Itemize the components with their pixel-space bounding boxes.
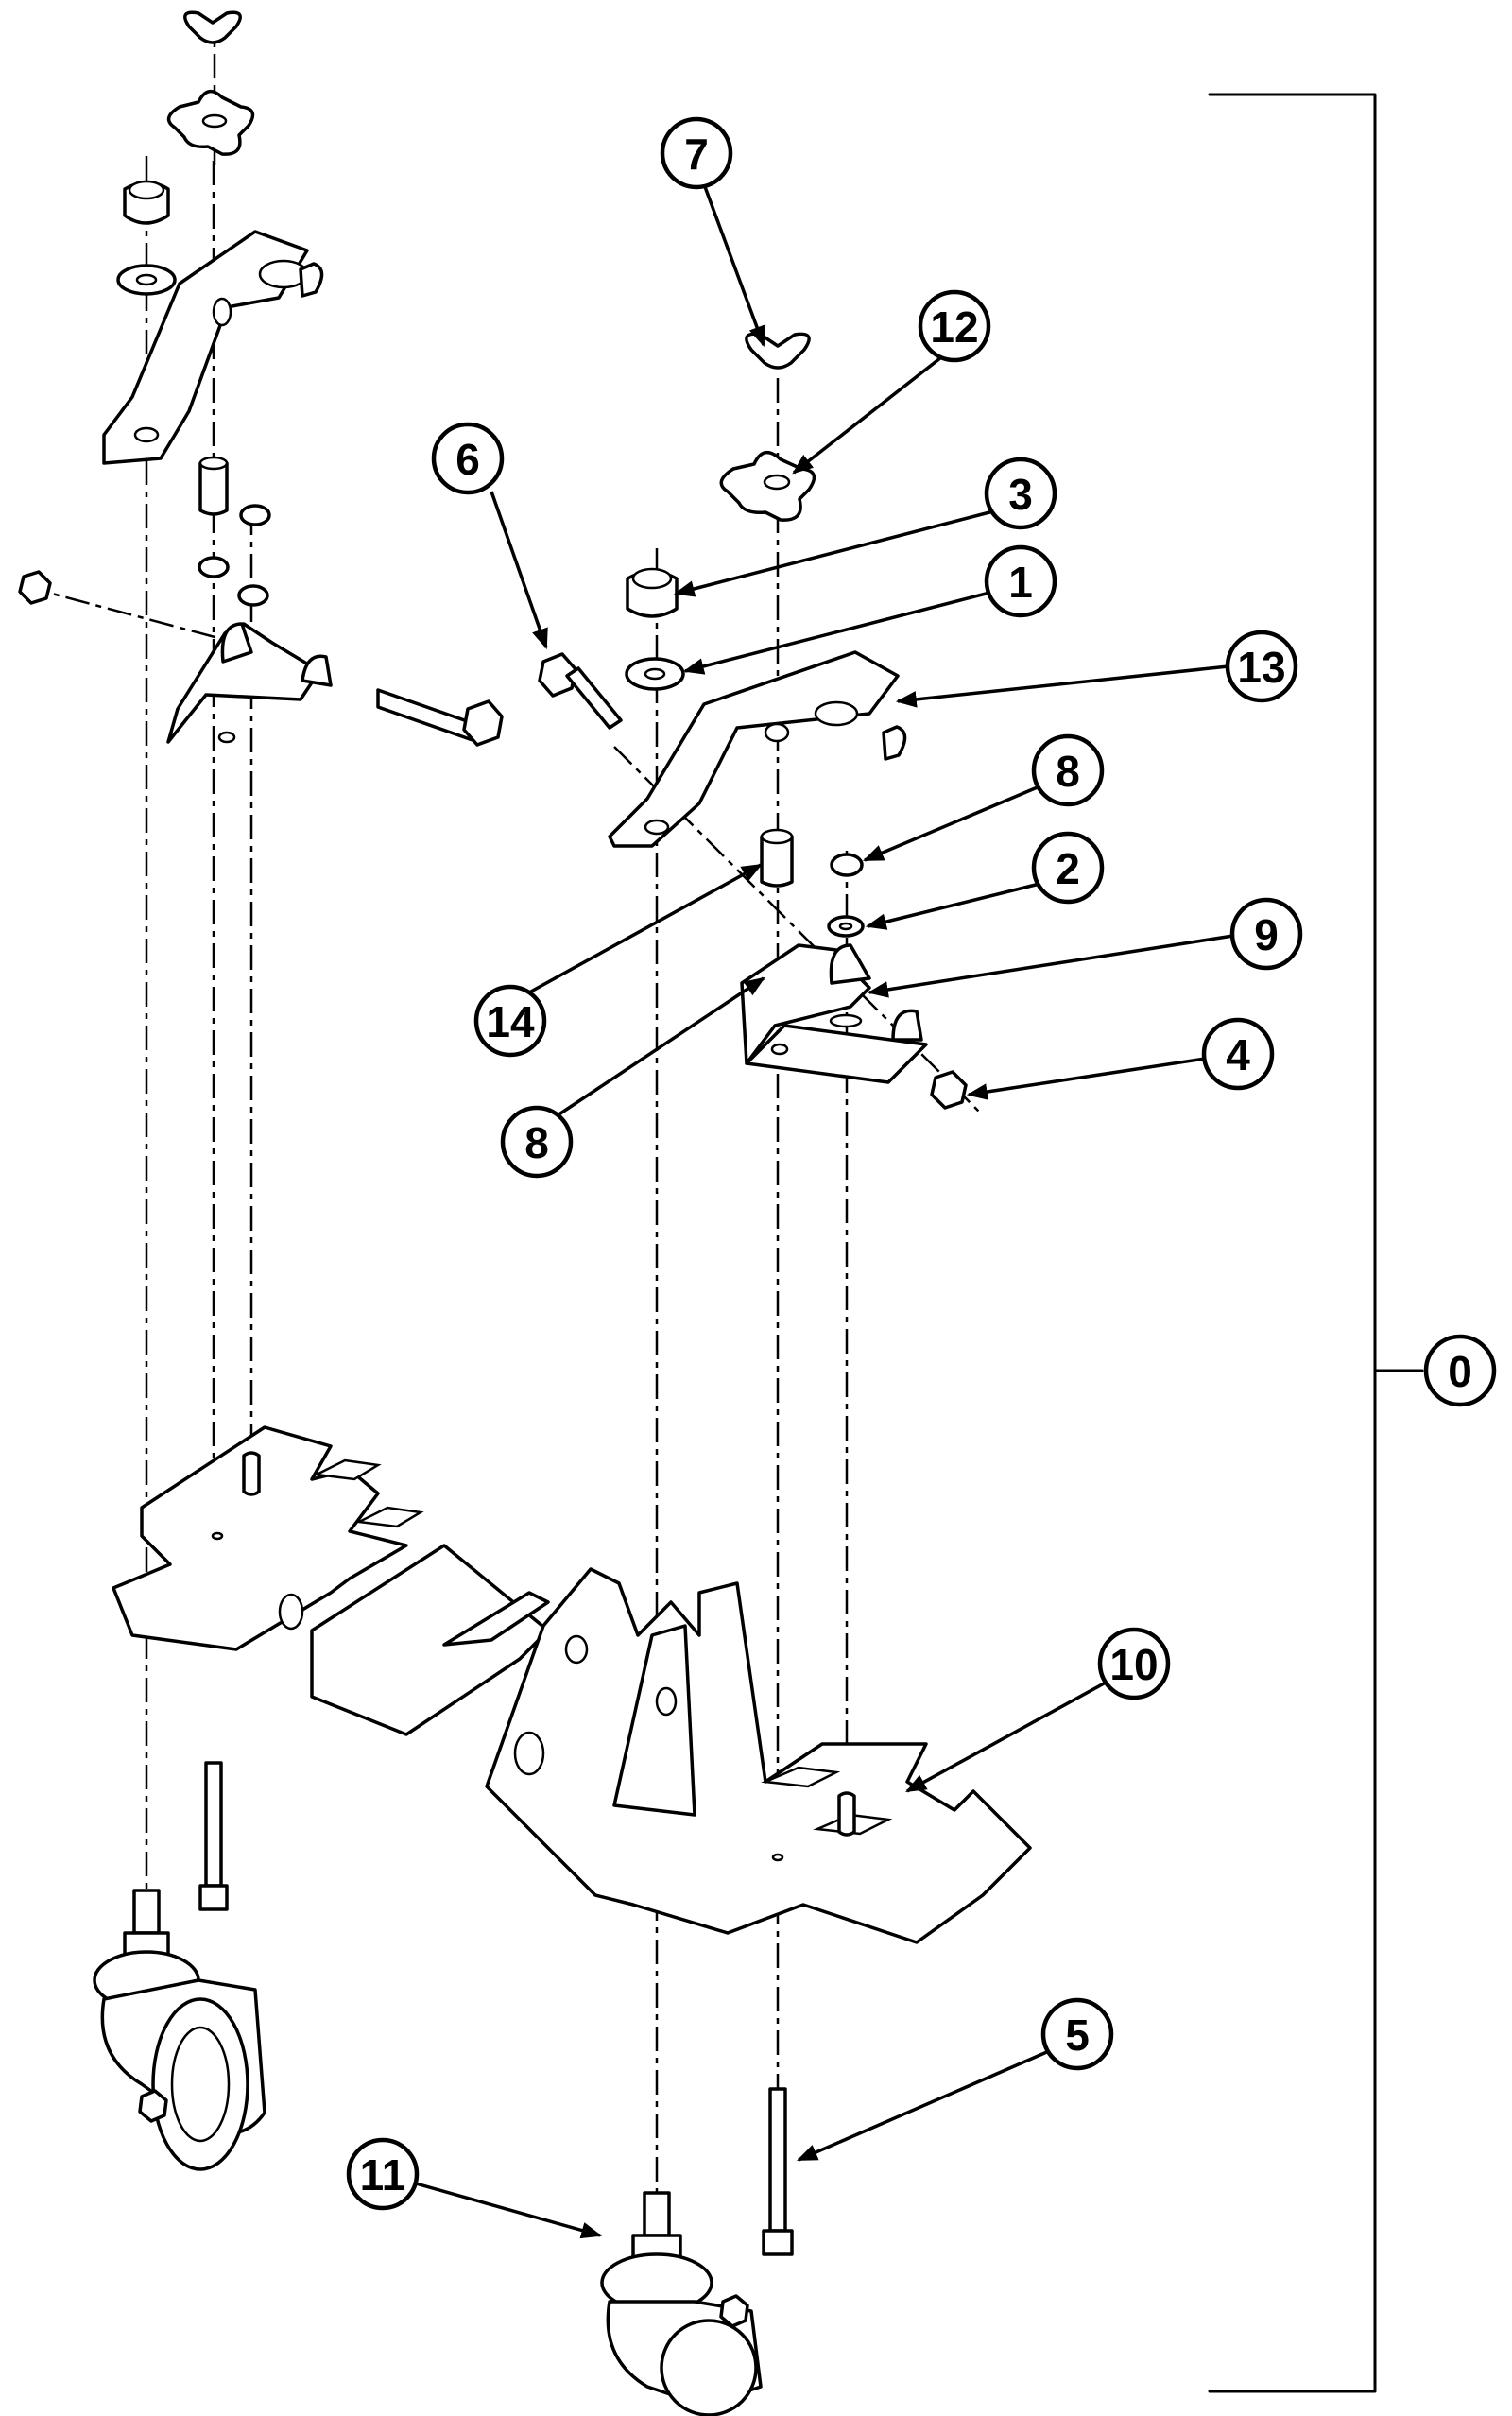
mounting-frame	[112, 1425, 1032, 1944]
callout-7: 7	[660, 116, 733, 190]
top-bracket-13	[608, 650, 907, 848]
callout-6: 6	[431, 422, 505, 495]
callout-2: 2	[1031, 831, 1105, 905]
left-bottom-bolt	[198, 1761, 229, 1911]
leader-lines	[415, 183, 1234, 2239]
left-top-bracket	[102, 230, 324, 465]
callout-10: 9	[1229, 897, 1303, 971]
callout-4: 4	[1201, 1017, 1275, 1091]
left-wing-nut	[183, 10, 242, 44]
washer-1	[625, 657, 685, 691]
callout-9: 10	[1097, 1627, 1171, 1700]
callout-0: 0	[1423, 1334, 1497, 1407]
callout-label-13: 13	[1237, 643, 1285, 692]
left-hex-nut	[123, 180, 170, 225]
callout-label-5: 5	[1065, 2010, 1090, 2060]
left-caster	[93, 1889, 266, 2171]
callout-label-8-top: 8	[1056, 747, 1080, 796]
callout-11: 11	[346, 2137, 420, 2211]
callout-label-12: 12	[930, 302, 978, 352]
left-hex-bolt	[376, 688, 504, 747]
caster-11	[600, 2191, 763, 2416]
left-hinge-bracket	[166, 622, 333, 744]
callout-label-1: 1	[1008, 558, 1033, 607]
assembly-bracket	[1208, 93, 1424, 2393]
callout-label-2: 2	[1056, 844, 1080, 893]
callout-label-7: 7	[684, 129, 709, 179]
callout-label-11: 11	[360, 2150, 406, 2200]
callout-13: 13	[1225, 630, 1298, 703]
callout-label-6: 6	[455, 435, 480, 484]
left-star-knob	[166, 89, 255, 156]
callout-8-top: 8	[1031, 733, 1105, 807]
spacer-14	[760, 828, 794, 888]
callout-label-3: 3	[1008, 470, 1033, 519]
left-spacer	[198, 456, 229, 516]
hinge-bracket-10	[740, 943, 928, 1084]
small-nut-4	[930, 1070, 968, 1110]
callout-3: 3	[984, 457, 1057, 530]
small-nut-8-top	[830, 853, 864, 877]
callout-label-4: 4	[1226, 1030, 1250, 1079]
bottom-bolt-5	[762, 2087, 794, 2256]
star-knob-12	[719, 450, 816, 522]
hex-bolt-6	[538, 652, 623, 730]
callout-label-14: 14	[486, 997, 535, 1046]
callout-1: 1	[984, 544, 1057, 618]
callout-label-0: 0	[1448, 1347, 1472, 1396]
callout-label-9: 10	[1109, 1640, 1158, 1689]
left-small-nuts	[18, 504, 271, 607]
washer-2	[827, 915, 865, 938]
hex-nut-3	[626, 567, 679, 618]
callout-12: 12	[918, 289, 991, 363]
callout-label-8-bottom: 8	[524, 1118, 549, 1167]
wing-nut-7	[745, 332, 811, 370]
callout-5: 5	[1040, 1997, 1114, 2071]
callout-14: 14	[473, 984, 547, 1058]
left-washer	[116, 264, 177, 296]
callout-8-bottom: 8	[500, 1105, 574, 1179]
callout-label-10: 9	[1254, 910, 1279, 959]
